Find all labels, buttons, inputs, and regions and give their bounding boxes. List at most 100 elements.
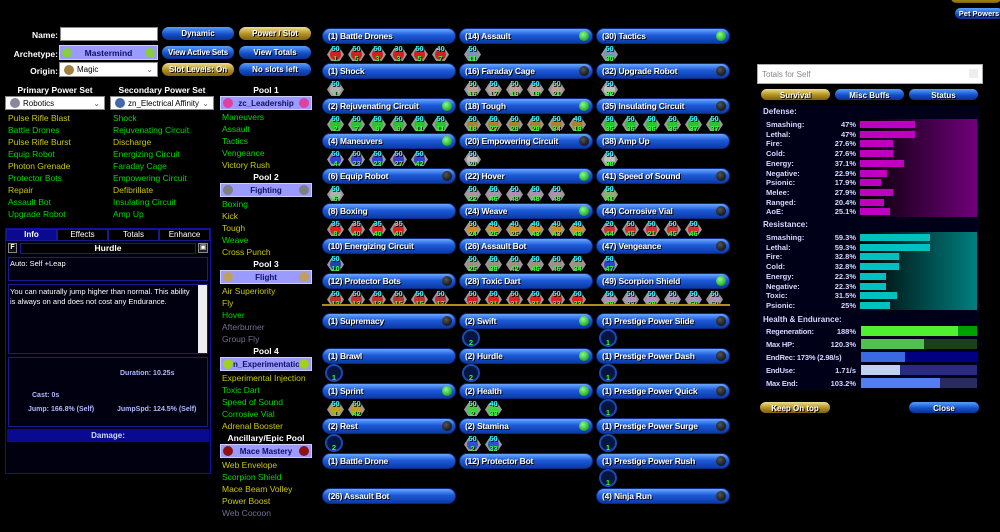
power-slot-button[interactable]: Power / Slot — [238, 26, 312, 41]
power-bar[interactable]: (2) Health — [459, 383, 593, 399]
active-toggle-icon[interactable] — [442, 136, 452, 146]
totals-tab-status[interactable]: Status — [908, 88, 979, 101]
power-list-item[interactable]: Amp Up — [113, 209, 144, 219]
empty-slot[interactable]: 1 — [599, 469, 617, 487]
power-list-item[interactable]: Discharge — [113, 137, 152, 147]
inactive-toggle-icon[interactable] — [716, 66, 726, 76]
power-list-item[interactable]: Mace Beam Volley — [222, 484, 293, 494]
power-bar[interactable]: (1) Prestige Power Rush — [596, 453, 730, 469]
power-list-item[interactable]: Afterburner — [222, 322, 265, 332]
inactive-toggle-icon[interactable] — [716, 101, 726, 111]
power-list-item[interactable]: Equip Robot — [8, 149, 55, 159]
power-bar[interactable]: (1) Brawl — [322, 348, 456, 364]
inactive-toggle-icon[interactable] — [716, 386, 726, 396]
inactive-toggle-icon[interactable] — [716, 241, 726, 251]
info-tab-enhance[interactable]: Enhance — [159, 229, 210, 241]
power-list-item[interactable]: Toxic Dart — [222, 385, 260, 395]
power-list-item[interactable]: Upgrade Robot — [8, 209, 66, 219]
power-bar[interactable]: (24) Weave — [459, 203, 593, 219]
view-totals-button[interactable]: View Totals — [238, 45, 312, 60]
power-bar[interactable]: (49) Scorpion Shield — [596, 273, 730, 289]
power-list-item[interactable]: Speed of Sound — [222, 397, 283, 407]
active-toggle-icon[interactable] — [716, 276, 726, 286]
power-bar[interactable]: (32) Upgrade Robot — [596, 63, 730, 79]
power-bar[interactable]: (38) Amp Up — [596, 133, 730, 149]
power-list-item[interactable]: Energizing Circuit — [113, 149, 180, 159]
inactive-toggle-icon[interactable] — [716, 206, 726, 216]
pool-set-select[interactable]: zc_Leadership — [220, 96, 312, 110]
power-bar[interactable]: (1) Prestige Power Surge — [596, 418, 730, 434]
power-bar[interactable]: (10) Energizing Circuit — [322, 238, 456, 254]
inactive-toggle-icon[interactable] — [579, 66, 589, 76]
top-right-button[interactable] — [950, 0, 1000, 4]
power-list-item[interactable]: Group Fly — [222, 334, 260, 344]
power-list-item[interactable]: Scorpion Shield — [222, 472, 282, 482]
close-icon[interactable] — [969, 69, 978, 78]
power-bar[interactable]: (16) Faraday Cage — [459, 63, 593, 79]
power-bar[interactable]: (26) Assault Bot — [459, 238, 593, 254]
power-list-item[interactable]: Boxing — [222, 199, 248, 209]
info-tab-totals[interactable]: Totals — [108, 229, 159, 241]
close-button[interactable]: Close — [908, 401, 980, 414]
power-bar[interactable]: (2) Hurdle — [459, 348, 593, 364]
dynamic-button[interactable]: Dynamic — [161, 26, 235, 41]
power-list-item[interactable]: Assault — [222, 124, 250, 134]
enhancement-slot[interactable]: 5013 — [347, 289, 366, 308]
power-list-item[interactable]: Tough — [222, 223, 246, 233]
power-list-item[interactable]: Victory Rush — [222, 160, 271, 170]
enhancement-slot[interactable]: 5031 — [526, 289, 545, 308]
empty-slot[interactable]: 1 — [599, 364, 617, 382]
active-toggle-icon[interactable] — [579, 31, 589, 41]
power-list-item[interactable]: Photon Grenade — [8, 161, 71, 171]
power-bar[interactable]: (1) Battle Drone — [322, 453, 456, 469]
view-active-sets-button[interactable]: View Active Sets — [161, 45, 235, 60]
power-list-item[interactable]: Repair — [8, 185, 34, 195]
power-list-item[interactable]: Battle Drones — [8, 125, 60, 135]
active-toggle-icon[interactable] — [579, 206, 589, 216]
inactive-toggle-icon[interactable] — [716, 316, 726, 326]
enhancement-slot[interactable]: 5012 — [326, 289, 345, 308]
power-bar[interactable]: (1) Sprint — [322, 383, 456, 399]
power-list-item[interactable]: Hover — [222, 310, 245, 320]
active-toggle-icon[interactable] — [579, 101, 589, 111]
power-list-item[interactable]: Assault Bot — [8, 197, 51, 207]
